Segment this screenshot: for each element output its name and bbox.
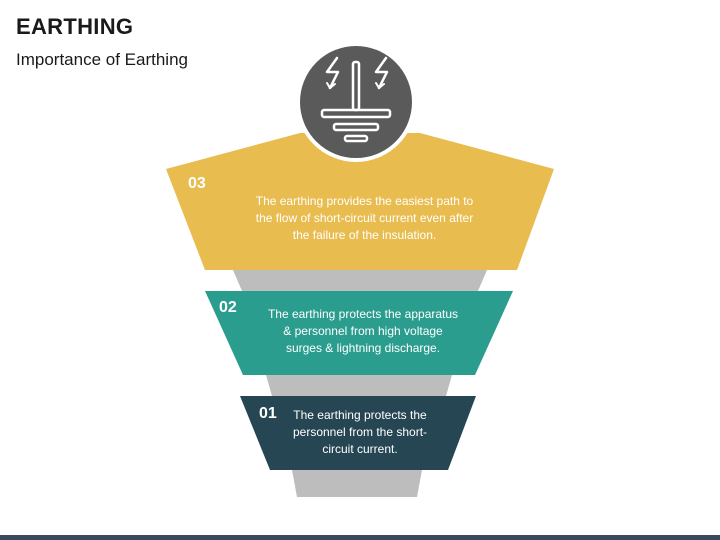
level-2-number: 02 xyxy=(219,299,237,316)
level-3-line: the failure of the insulation. xyxy=(292,228,437,242)
level-2-text: The earthing protects the apparatus & pe… xyxy=(248,306,478,357)
level-3-line: the flow of short-circuit current even a… xyxy=(255,211,474,225)
level-1-line: The earthing protects the xyxy=(293,408,427,422)
level-2-line: & personnel from high voltage xyxy=(283,324,443,338)
level-1-line: circuit current. xyxy=(322,442,398,456)
level-2-line: The earthing protects the apparatus xyxy=(267,307,459,321)
connector-bottom xyxy=(292,470,422,497)
earthing-lightning-icon xyxy=(296,42,416,162)
level-2-line: surges & lightning discharge. xyxy=(285,341,441,355)
level-3-number: 03 xyxy=(188,175,206,192)
level-3-line: The earthing provides the easiest path t… xyxy=(255,194,474,208)
level-1-number: 01 xyxy=(259,405,277,422)
page-title: EARTHING xyxy=(16,14,134,39)
level-3-shape xyxy=(166,133,554,270)
level-2-shape xyxy=(205,291,513,375)
level-1-line: personnel from the short- xyxy=(292,425,428,439)
level-1-shape xyxy=(240,396,476,470)
connector-3-2 xyxy=(233,270,487,291)
bottom-accent-bar xyxy=(0,535,720,540)
page-subtitle: Importance of Earthing xyxy=(16,50,188,69)
connector-2-1 xyxy=(266,375,452,396)
level-3-text: The earthing provides the easiest path t… xyxy=(222,193,507,244)
level-1-text: The earthing protects the personnel from… xyxy=(280,407,440,458)
